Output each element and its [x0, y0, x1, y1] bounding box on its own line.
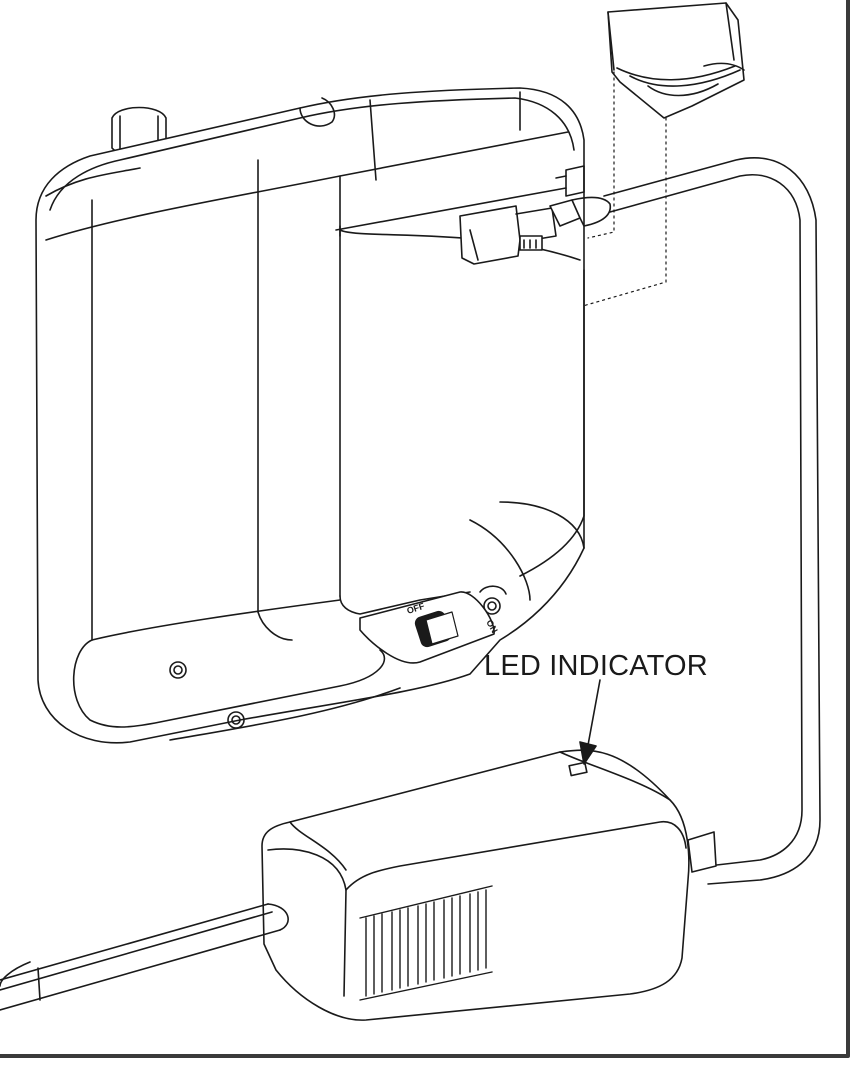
- frame-border: [0, 0, 850, 1058]
- rocker-switch: OFF ON: [359, 591, 500, 664]
- led-callout-arrow: [579, 679, 601, 765]
- guide-dotted-lines: [561, 71, 667, 313]
- input-cord: [0, 903, 289, 1011]
- power-adapter: [261, 749, 690, 1021]
- cable-cap-piece: [607, 2, 745, 119]
- main-unit-body: [35, 87, 585, 744]
- adapter-vent-slots: [359, 885, 493, 1001]
- power-connector: [459, 196, 612, 265]
- led-indicator-label: LED INDICATOR: [484, 650, 708, 682]
- led-indicator-window: [568, 761, 588, 777]
- power-cable: [603, 157, 821, 885]
